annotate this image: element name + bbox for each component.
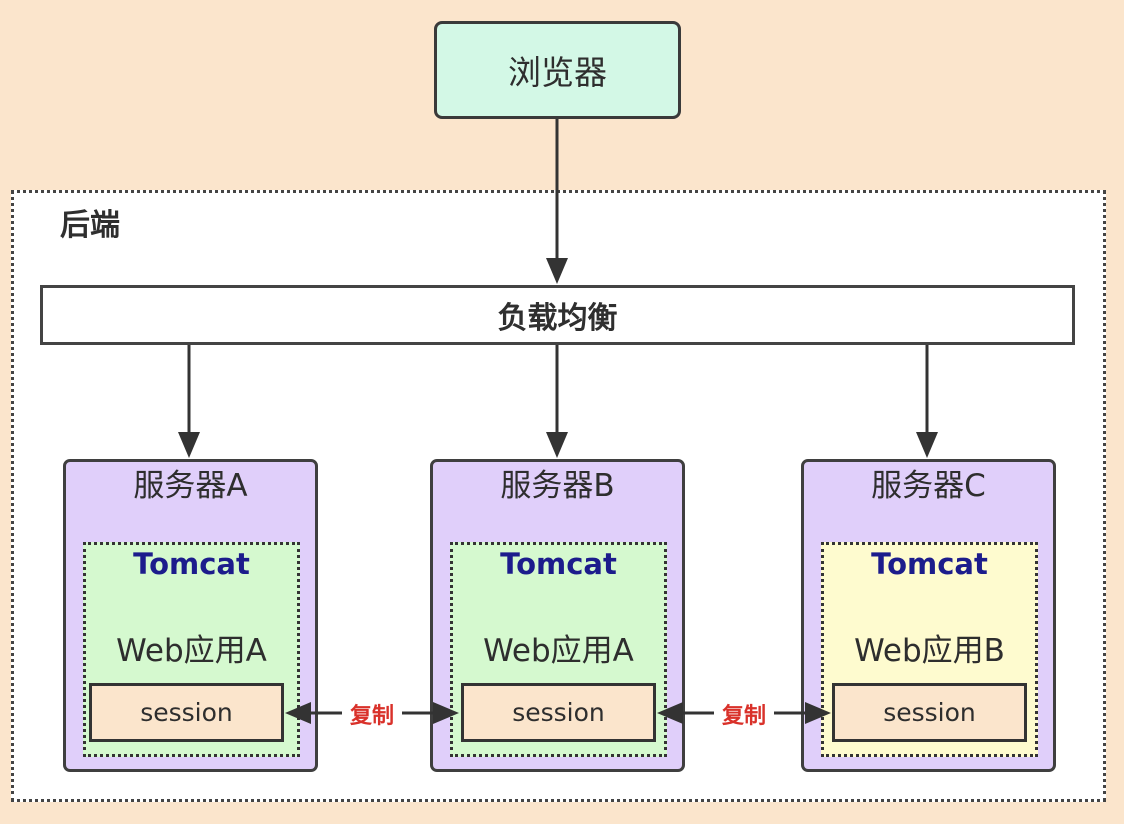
server-b-session-label: session (512, 698, 605, 727)
server-c-app-label: Web应用B (854, 632, 1005, 669)
server-c-tomcat-label: Tomcat (871, 547, 988, 581)
arrowhead-browser-to-lb (546, 258, 568, 284)
server-c-session-box: session (832, 683, 1027, 742)
browser-node: 浏览器 (434, 21, 681, 119)
server-b-session-box: session (461, 683, 656, 742)
load-balancer-node: 负载均衡 (40, 285, 1075, 345)
server-b-title: 服务器B (500, 467, 615, 504)
browser-label: 浏览器 (508, 53, 607, 92)
arrowhead-repl-bc-right (805, 702, 831, 724)
server-b-app-label: Web应用A (483, 632, 634, 669)
arrowhead-repl-bc-left (657, 702, 683, 724)
arrowhead-repl-ab-left (285, 702, 311, 724)
server-b-tomcat-label: Tomcat (500, 547, 617, 581)
arrowhead-lb-to-server-a (178, 432, 200, 458)
replication-label-b-c: 复制 (714, 698, 774, 730)
backend-label: 后端 (60, 208, 120, 243)
arrowhead-lb-to-server-b (546, 432, 568, 458)
load-balancer-label: 负载均衡 (497, 301, 618, 336)
server-c-title: 服务器C (871, 467, 986, 504)
arrowhead-repl-ab-right (433, 702, 459, 724)
server-a-tomcat-label: Tomcat (133, 547, 250, 581)
server-a-app-label: Web应用A (116, 632, 267, 669)
server-a-title: 服务器A (133, 467, 248, 504)
server-a-session-label: session (140, 698, 233, 727)
server-c-session-label: session (883, 698, 976, 727)
server-a-session-box: session (89, 683, 284, 742)
arrowhead-lb-to-server-c (916, 432, 938, 458)
replication-label-a-b: 复制 (342, 698, 402, 730)
